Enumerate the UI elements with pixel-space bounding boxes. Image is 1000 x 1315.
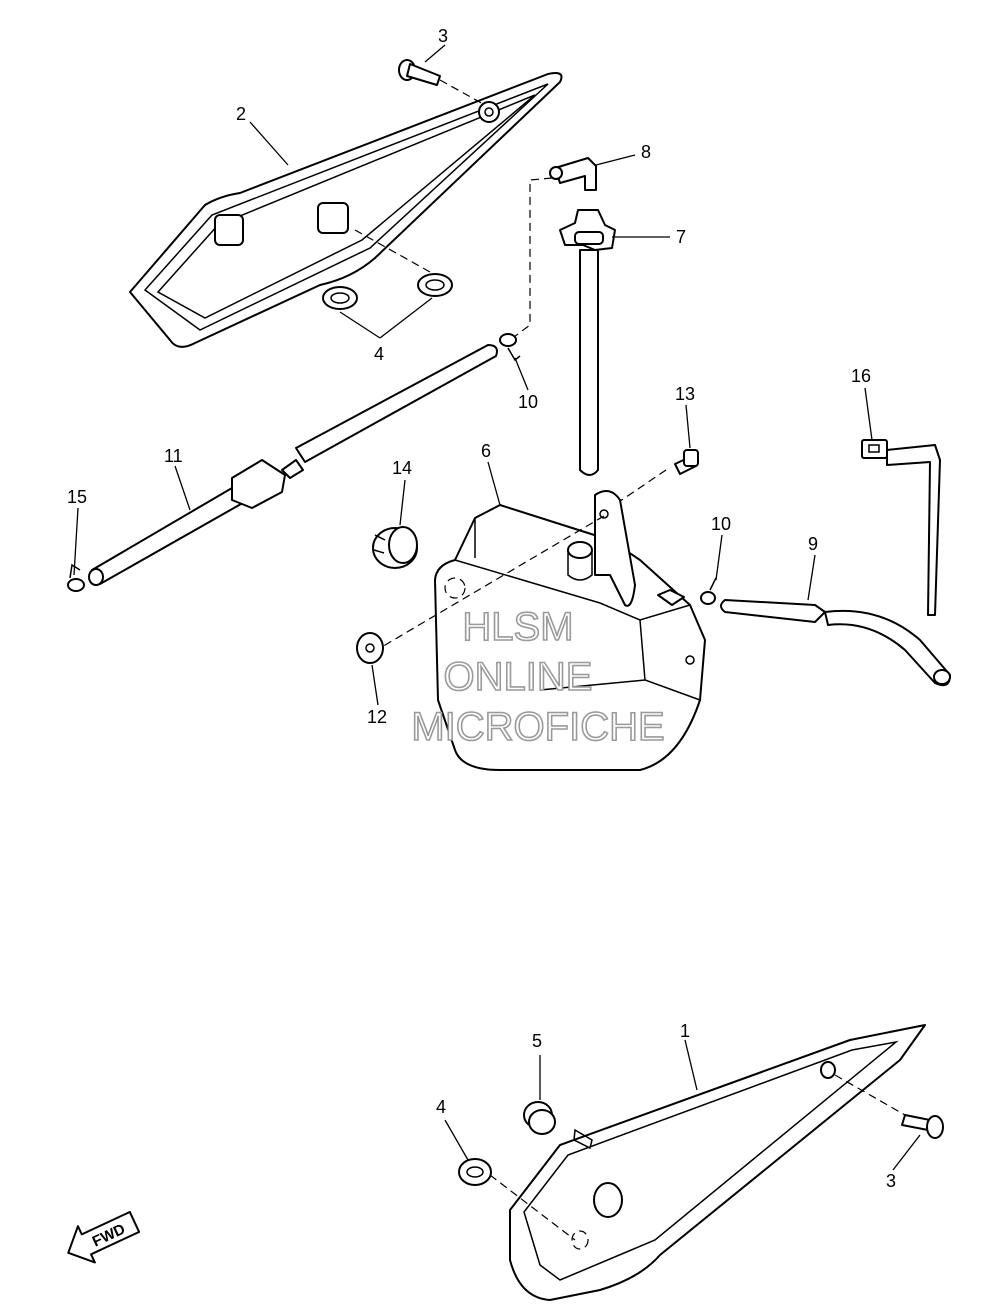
bolt-tank	[674, 449, 699, 475]
side-cover-lower	[509, 1024, 926, 1301]
callout-3-lower: 3	[886, 1171, 896, 1191]
callout-10-right: 10	[711, 514, 731, 534]
grommet-upper-left	[322, 286, 358, 310]
damper-tank	[356, 632, 384, 664]
band-clip	[861, 439, 941, 616]
callout-11: 11	[164, 446, 183, 466]
callout-6: 6	[481, 441, 491, 461]
watermark-line-2: ONLINE	[444, 655, 593, 699]
callout-4-lower: 4	[436, 1097, 446, 1117]
filler-cap	[559, 209, 616, 476]
callout-10-upper: 10	[518, 392, 538, 412]
callout-16: 16	[851, 366, 871, 386]
callout-13: 13	[675, 384, 695, 404]
clip-upper	[499, 333, 521, 362]
callout-1: 1	[680, 1021, 690, 1041]
hose-long	[88, 344, 498, 586]
bolt-upper	[398, 59, 441, 86]
grommet-5	[523, 1101, 556, 1135]
watermark-line-3: MICROFICHE	[411, 705, 664, 749]
fwd-arrow-icon: FWD	[67, 1210, 141, 1264]
callout-12: 12	[367, 707, 387, 727]
callout-7: 7	[676, 227, 686, 247]
callout-8: 8	[641, 142, 651, 162]
breather-hose	[720, 599, 951, 687]
callout-3-upper: 3	[438, 26, 448, 46]
reservoir-tank	[434, 490, 706, 771]
bolt-lower	[901, 1114, 944, 1139]
callout-4-upper: 4	[374, 344, 384, 364]
elbow-pipe	[549, 157, 597, 191]
clip-right	[700, 577, 717, 605]
grommet-upper-right	[417, 273, 453, 297]
callout-9: 9	[808, 534, 818, 554]
clip-left	[67, 563, 85, 592]
callout-15: 15	[67, 487, 87, 507]
leader-lines	[73, 44, 921, 1171]
callout-2: 2	[236, 104, 246, 124]
side-cover-upper	[129, 72, 563, 348]
grommet-tank	[372, 526, 418, 569]
callout-14: 14	[392, 458, 412, 478]
grommet-lower	[458, 1158, 492, 1186]
watermark-line-1: HLSM	[462, 605, 573, 649]
callout-5: 5	[532, 1031, 542, 1051]
